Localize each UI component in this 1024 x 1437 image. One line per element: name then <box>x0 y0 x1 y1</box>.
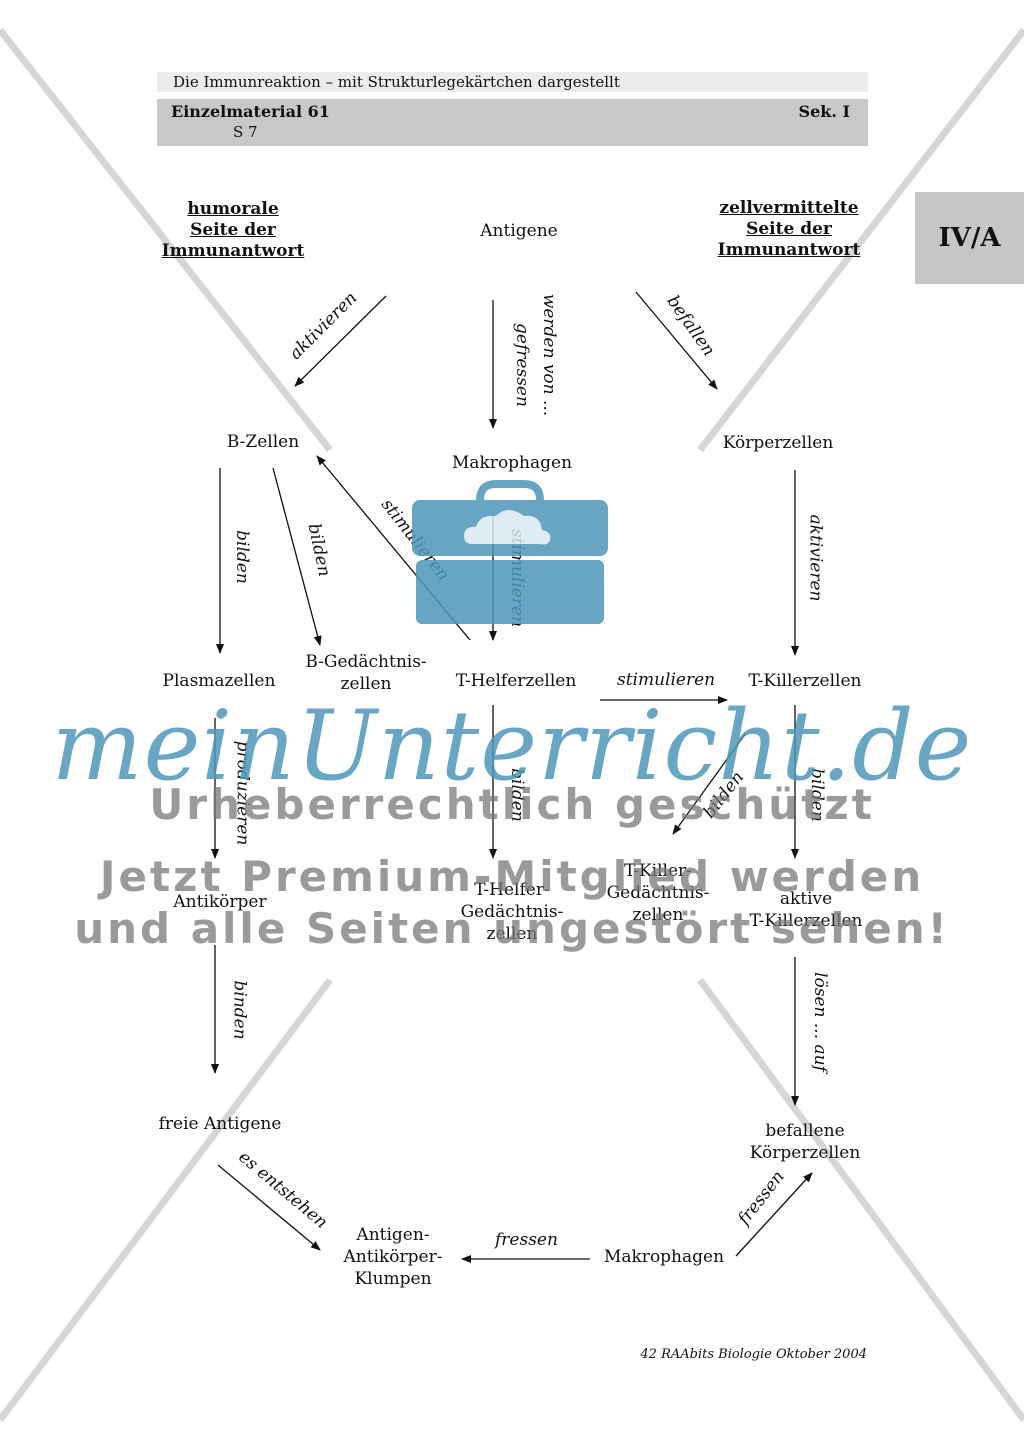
node-makrophagen-top: Makrophagen <box>451 453 573 473</box>
label-fressen-1: fressen <box>495 1230 558 1250</box>
label-aktivieren-2: aktivieren <box>805 514 826 602</box>
arrow-antigene-koerperzellen <box>635 291 718 390</box>
label-loesen-auf: lösen ... auf <box>809 972 830 1072</box>
label-werden-von: werden von ... <box>539 293 560 417</box>
node-antikoerper: Antikörper <box>173 892 267 912</box>
arrow-thelfer-bzellen <box>316 455 471 641</box>
label-stimulieren-3: stimulieren <box>617 670 716 690</box>
node-b-gedaechtniszellen: B-Gedächtnis- zellen <box>305 652 427 694</box>
label-binden: binden <box>229 980 250 1040</box>
node-freie-antigene: freie Antigene <box>158 1114 282 1134</box>
label-bilden-1: bilden <box>231 530 252 584</box>
section-tab: IV/A <box>915 192 1024 284</box>
label-bilden-3: bilden <box>506 768 527 822</box>
material-number: Einzelmaterial 61 <box>171 102 330 121</box>
footer-source: 42 RAAbits Biologie Oktober 2004 <box>640 1347 867 1362</box>
label-gefressen: gefressen <box>511 323 532 407</box>
node-befallene-koerperzellen: befallene Körperzellen <box>749 1121 861 1163</box>
arrow-freie-klumpen <box>217 1164 321 1251</box>
label-produzieren: produzieren <box>232 740 253 846</box>
header-bar: Einzelmaterial 61 S 7 Sek. I <box>157 99 868 146</box>
node-t-killerzellen: T-Killerzellen <box>748 671 862 691</box>
label-stimulieren-2: stimulieren <box>507 528 528 628</box>
node-koerperzellen: Körperzellen <box>722 433 834 453</box>
page-number: S 7 <box>233 123 258 141</box>
label-bilden-5: bilden <box>806 768 827 822</box>
school-level: Sek. I <box>798 102 850 121</box>
node-antigen-antikoerper-klumpen: Antigen- Antikörper- Klumpen <box>343 1225 443 1289</box>
node-makrophagen-bottom: Makrophagen <box>603 1247 725 1267</box>
node-antigene: Antigene <box>480 221 558 241</box>
node-t-helfer-gedaechtniszellen: T-Helfer- Gedächtnis- zellen <box>460 880 564 944</box>
node-b-zellen: B-Zellen <box>226 432 300 452</box>
heading-cellular: zellvermittelte Seite der Immunantwort <box>717 198 861 260</box>
node-aktive-t-killerzellen: aktive T-Killerzellen <box>749 889 863 931</box>
node-t-helferzellen: T-Helferzellen <box>455 671 577 691</box>
node-plasmazellen: Plasmazellen <box>162 671 276 691</box>
node-t-killer-gedaechtniszellen: T-Killer- Gedächtnis- zellen <box>606 861 710 925</box>
heading-humoral: humorale Seite der Immunantwort <box>161 199 305 261</box>
arrow-bzellen-bgedaechtnis <box>272 467 322 646</box>
arrow-tkiller-tkgedaechtnis <box>672 732 747 835</box>
header-title: Die Immunreaktion – mit Strukturlegekärt… <box>157 72 868 92</box>
arrow-antigene-bzellen <box>294 295 387 387</box>
arrow-makrophagen-befallene <box>735 1172 813 1257</box>
